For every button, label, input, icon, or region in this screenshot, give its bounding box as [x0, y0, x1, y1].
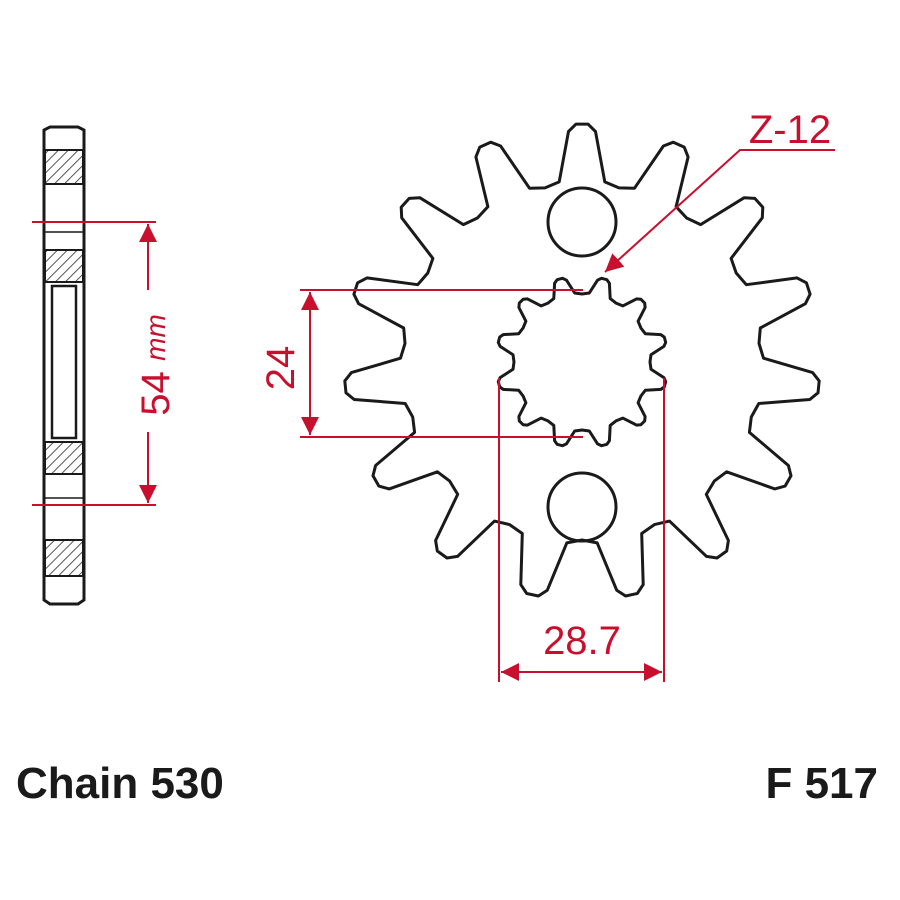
sprocket-outer-profile	[343, 122, 821, 598]
pitch-diameter-dimension: 54 mm	[32, 221, 178, 506]
pitch-diameter-unit: mm	[140, 314, 171, 361]
side-view-hatch-upper-mid	[44, 249, 84, 283]
spline-teeth-value: Z-12	[749, 108, 831, 152]
side-view-hatch-top	[44, 149, 84, 185]
spline-height-dimension: 24	[259, 289, 583, 438]
pitch-diameter-label: 54 mm	[134, 314, 178, 416]
front-view	[343, 122, 821, 598]
part-number: F 517	[765, 759, 878, 808]
side-view-hatch-bottom	[44, 539, 84, 577]
side-view-outline	[42, 125, 86, 606]
side-view-hatch-lower-mid	[44, 441, 84, 475]
side-view-hub	[50, 284, 78, 440]
spline-width-value: 28.7	[543, 619, 621, 663]
lightening-hole-bottom	[546, 471, 618, 543]
spline-width-dimension: 28.7	[498, 378, 665, 682]
lightening-hole-top	[546, 186, 618, 258]
spline-height-value: 24	[259, 346, 303, 391]
side-view	[42, 125, 86, 606]
chain-label: Chain 530	[16, 759, 224, 808]
spline-teeth-leader: Z-12	[604, 108, 835, 273]
spline-hole-profile	[496, 276, 668, 448]
pitch-diameter-value: 54	[134, 371, 178, 416]
